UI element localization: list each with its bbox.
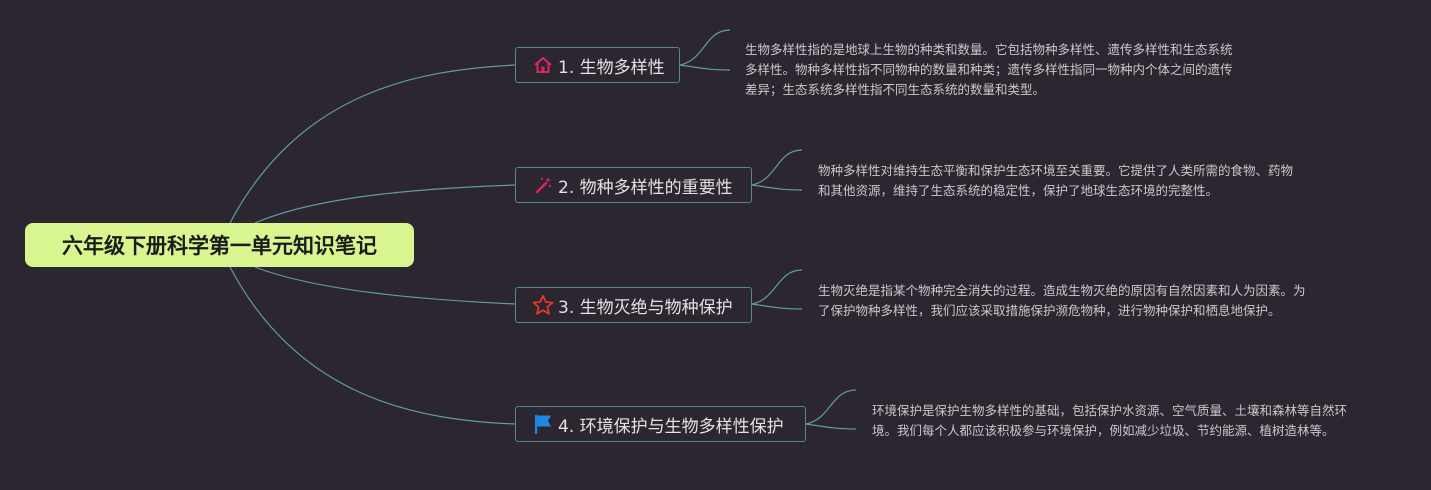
note-link-2b xyxy=(751,184,803,191)
topic-environment[interactable]: 4. 环境保护与生物多样性保护 xyxy=(515,406,806,442)
note-link-3b xyxy=(751,303,803,310)
root-title: 六年级下册科学第一单元知识笔记 xyxy=(62,234,377,258)
topic-importance[interactable]: 2. 物种多样性的重要性 xyxy=(515,167,752,203)
topic-note: 环境保护是保护生物多样性的基础，包括保护水资源、空气质量、土壤和森林等自然环境。… xyxy=(872,403,1348,438)
topic-note: 物种多样性对维持生态平衡和保护生态环境至关重要。它提供了人类所需的食物、药物和其… xyxy=(818,163,1294,198)
topic-label: 2. 物种多样性的重要性 xyxy=(558,177,733,198)
root-topic[interactable]: 六年级下册科学第一单元知识笔记 xyxy=(25,223,414,267)
note-link-4a xyxy=(805,389,857,425)
home-icon xyxy=(532,54,554,76)
root-link-1 xyxy=(229,64,516,224)
topic-note: 生物灭绝是指某个物种完全消失的过程。造成生物灭绝的原因有自然因素和人为因素。为了… xyxy=(818,283,1306,318)
note-link-4b xyxy=(805,423,857,430)
root-link-2 xyxy=(254,184,516,224)
magic-wand-icon xyxy=(532,174,554,196)
note-link-2a xyxy=(751,149,803,186)
topic-label: 4. 环境保护与生物多样性保护 xyxy=(558,416,784,437)
topic-label: 1. 生物多样性 xyxy=(558,57,665,78)
note-link-1b xyxy=(679,64,731,71)
star-icon xyxy=(532,294,554,316)
topic-extinction[interactable]: 3. 生物灭绝与物种保护 xyxy=(515,287,752,323)
topic-note: 生物多样性指的是地球上生物的种类和数量。它包括物种多样性、遗传多样性和生态系统多… xyxy=(745,42,1233,97)
topic-biodiversity[interactable]: 1. 生物多样性 xyxy=(515,47,680,83)
root-link-4 xyxy=(229,266,516,425)
root-link-3 xyxy=(254,266,516,305)
topic-label: 3. 生物灭绝与物种保护 xyxy=(558,297,733,318)
flag-icon xyxy=(532,413,554,435)
note-link-3a xyxy=(751,269,803,305)
note-link-1a xyxy=(679,29,731,66)
